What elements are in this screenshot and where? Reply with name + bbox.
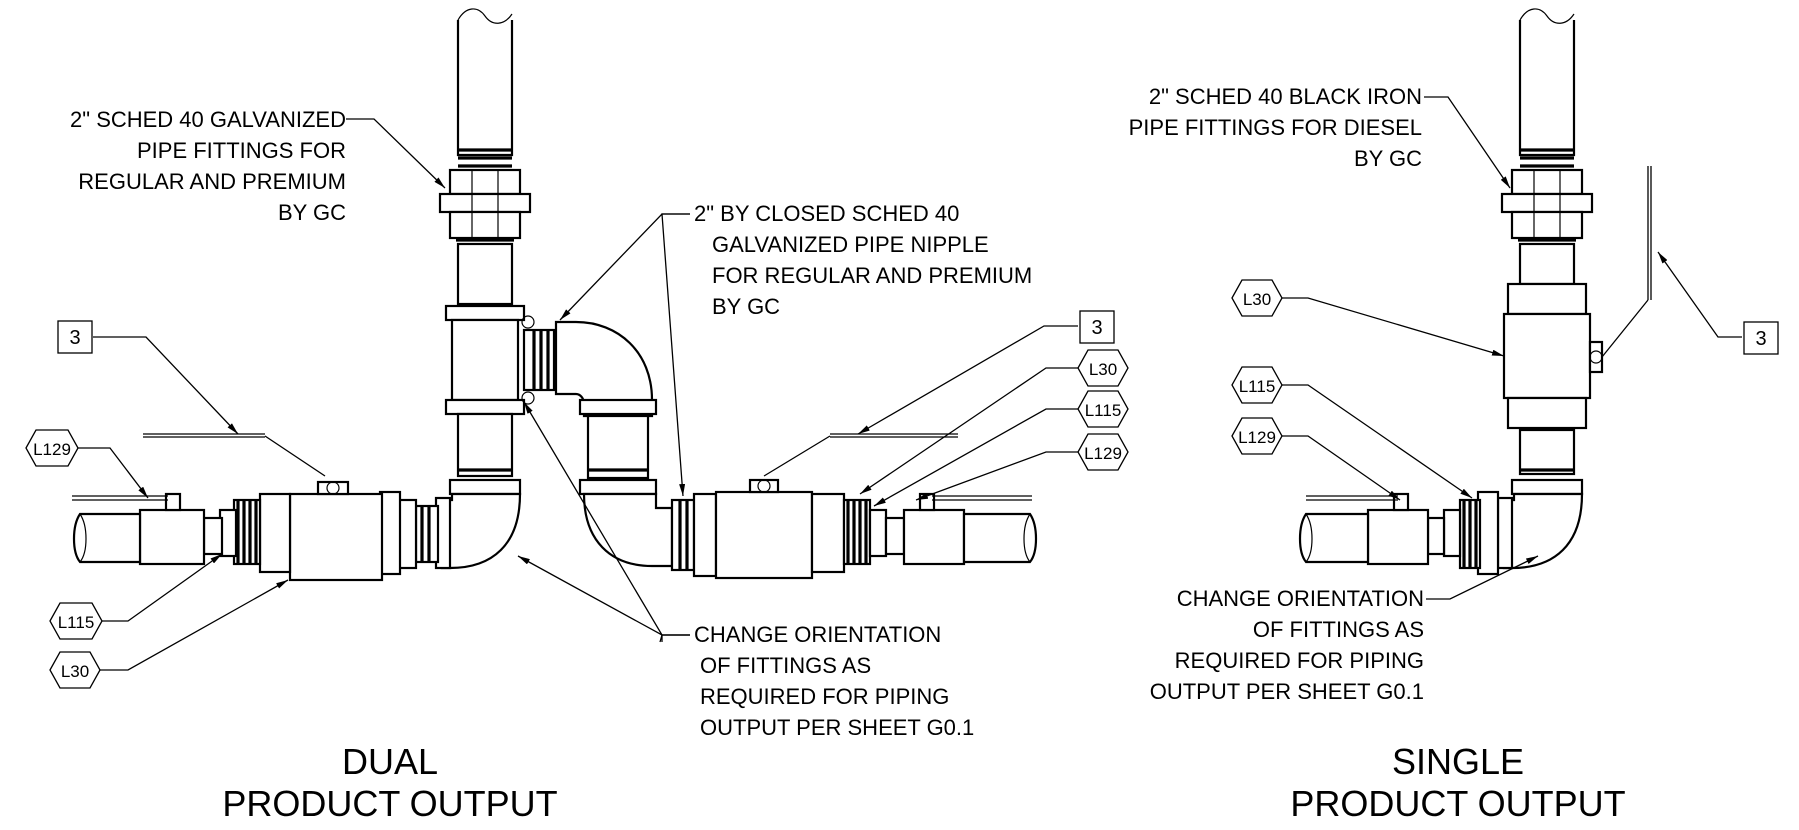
dual-lower-riser-nipple bbox=[456, 412, 514, 478]
dual-note-nipple-line4: BY GC bbox=[712, 294, 780, 319]
dual-hex-tag-l30-left-text: L30 bbox=[61, 662, 89, 681]
single-elbow bbox=[1496, 478, 1584, 570]
single-vertical-ball-valve bbox=[1502, 166, 1652, 430]
dual-left-ball-valve bbox=[143, 433, 418, 582]
dual-hex-tag-l115-left-text: L115 bbox=[58, 613, 95, 632]
single-hex-tag-l30-text: L30 bbox=[1243, 290, 1271, 309]
dual-left-small-valve bbox=[72, 492, 206, 566]
dual-note-orientation-line3: REQUIRED FOR PIPING bbox=[700, 684, 949, 709]
dual-note-orientation-line2: OF FITTINGS AS bbox=[700, 653, 871, 678]
dual-note-galvanized: 2" SCHED 40 GALVANIZED PIPE FITTINGS FOR… bbox=[70, 107, 346, 225]
single-hex-tag-l129-text: L129 bbox=[1238, 428, 1276, 447]
dual-note-orientation-line4: OUTPUT PER SHEET G0.1 bbox=[700, 715, 974, 740]
dual-note-orientation-line1: CHANGE ORIENTATION bbox=[694, 622, 941, 647]
dual-note-nipple-line2: GALVANIZED PIPE NIPPLE bbox=[712, 232, 989, 257]
single-note-orientation-line3: REQUIRED FOR PIPING bbox=[1175, 648, 1424, 673]
single-leader-lines bbox=[1282, 96, 1742, 600]
dual-hex-tag-l129-left-text: L129 bbox=[33, 440, 71, 459]
dual-tag-box-left-text: 3 bbox=[69, 327, 80, 349]
single-tag-box: 3 bbox=[1743, 321, 1779, 355]
dual-close-nipple bbox=[522, 328, 556, 392]
dual-lower-left-elbow bbox=[434, 478, 522, 570]
dual-hex-tag-l129-right: L129 bbox=[1077, 433, 1129, 471]
dual-note-orientation: CHANGE ORIENTATION OF FITTINGS AS REQUIR… bbox=[694, 622, 974, 740]
dual-lower-right-elbow bbox=[578, 478, 674, 568]
dual-upper-elbow bbox=[554, 320, 658, 418]
single-hex-tag-l30: L30 bbox=[1231, 279, 1283, 317]
dual-note-nipple: 2" BY CLOSED SCHED 40 GALVANIZED PIPE NI… bbox=[694, 201, 1032, 319]
single-product-assembly bbox=[1298, 8, 1652, 576]
single-note-orientation-line2: OF FITTINGS AS bbox=[1253, 617, 1424, 642]
dual-hex-tag-l30-right: L30 bbox=[1077, 349, 1129, 387]
dual-note-galvanized-line1: 2" SCHED 40 GALVANIZED bbox=[70, 107, 346, 132]
single-note-blackiron-line1: 2" SCHED 40 BLACK IRON bbox=[1149, 84, 1422, 109]
dual-right-ball-valve bbox=[670, 433, 958, 580]
single-note-blackiron: 2" SCHED 40 BLACK IRON PIPE FITTINGS FOR… bbox=[1129, 84, 1423, 171]
dual-hex-tag-l30-right-text: L30 bbox=[1089, 360, 1117, 379]
dual-right-outlet-pipe bbox=[962, 512, 1038, 564]
dual-title-line2: PRODUCT OUTPUT bbox=[222, 783, 557, 824]
dual-riser-pipe bbox=[456, 8, 514, 168]
single-note-blackiron-line3: BY GC bbox=[1354, 146, 1422, 171]
dual-union-fitting bbox=[438, 168, 532, 242]
single-hex-tag-l115-text: L115 bbox=[1239, 377, 1276, 396]
single-union bbox=[1426, 490, 1500, 576]
single-hex-tag-l115: L115 bbox=[1231, 366, 1283, 404]
dual-left-union bbox=[202, 498, 262, 566]
dual-hex-tag-l129-right-text: L129 bbox=[1084, 444, 1122, 463]
single-note-blackiron-line2: PIPE FITTINGS FOR DIESEL bbox=[1129, 115, 1422, 140]
single-title: SINGLE PRODUCT OUTPUT bbox=[1290, 741, 1625, 824]
single-note-orientation-line1: CHANGE ORIENTATION bbox=[1177, 586, 1424, 611]
single-tag-box-text: 3 bbox=[1755, 328, 1766, 350]
dual-right-union bbox=[842, 498, 906, 566]
dual-note-galvanized-line4: BY GC bbox=[278, 200, 346, 225]
dual-note-galvanized-line3: REGULAR AND PREMIUM bbox=[78, 169, 346, 194]
dual-hex-tag-l129-left: L129 bbox=[25, 429, 79, 467]
single-title-line2: PRODUCT OUTPUT bbox=[1290, 783, 1625, 824]
dual-left-outlet-pipe bbox=[72, 512, 142, 564]
single-upper-nipple bbox=[1518, 242, 1576, 286]
single-riser-pipe bbox=[1518, 8, 1576, 168]
dual-tee-fitting bbox=[444, 304, 535, 416]
dual-note-nipple-line1: 2" BY CLOSED SCHED 40 bbox=[694, 201, 959, 226]
single-note-orientation-line4: OUTPUT PER SHEET G0.1 bbox=[1150, 679, 1424, 704]
dual-riser-nipple bbox=[456, 242, 514, 306]
dual-hex-tag-l30-left: L30 bbox=[49, 651, 101, 689]
dual-right-drop-nipple bbox=[586, 414, 650, 480]
dual-left-close-nipple bbox=[414, 504, 440, 564]
single-small-valve bbox=[1306, 492, 1430, 566]
dual-hex-tag-l115-left: L115 bbox=[49, 602, 103, 640]
dual-hex-tag-l115-right: L115 bbox=[1077, 390, 1129, 428]
single-union-fitting bbox=[1500, 168, 1594, 242]
dual-tag-box-right: 3 bbox=[1079, 310, 1115, 344]
dual-hex-tag-l115-right-text: L115 bbox=[1085, 401, 1122, 420]
dual-tag-box-right-text: 3 bbox=[1091, 317, 1102, 339]
dual-title-line1: DUAL bbox=[342, 741, 438, 782]
single-hex-tag-l129: L129 bbox=[1231, 417, 1283, 455]
single-note-orientation: CHANGE ORIENTATION OF FITTINGS AS REQUIR… bbox=[1150, 586, 1424, 704]
single-title-line1: SINGLE bbox=[1392, 741, 1524, 782]
dual-product-assembly bbox=[72, 8, 1038, 582]
single-lower-nipple bbox=[1518, 428, 1576, 476]
dual-tag-box-left: 3 bbox=[57, 320, 93, 354]
dual-leader-lines bbox=[75, 118, 1080, 671]
dual-note-galvanized-line2: PIPE FITTINGS FOR bbox=[137, 138, 346, 163]
dual-note-nipple-line3: FOR REGULAR AND PREMIUM bbox=[712, 263, 1032, 288]
dual-title: DUAL PRODUCT OUTPUT bbox=[222, 741, 557, 824]
single-outlet-pipe bbox=[1298, 512, 1370, 564]
